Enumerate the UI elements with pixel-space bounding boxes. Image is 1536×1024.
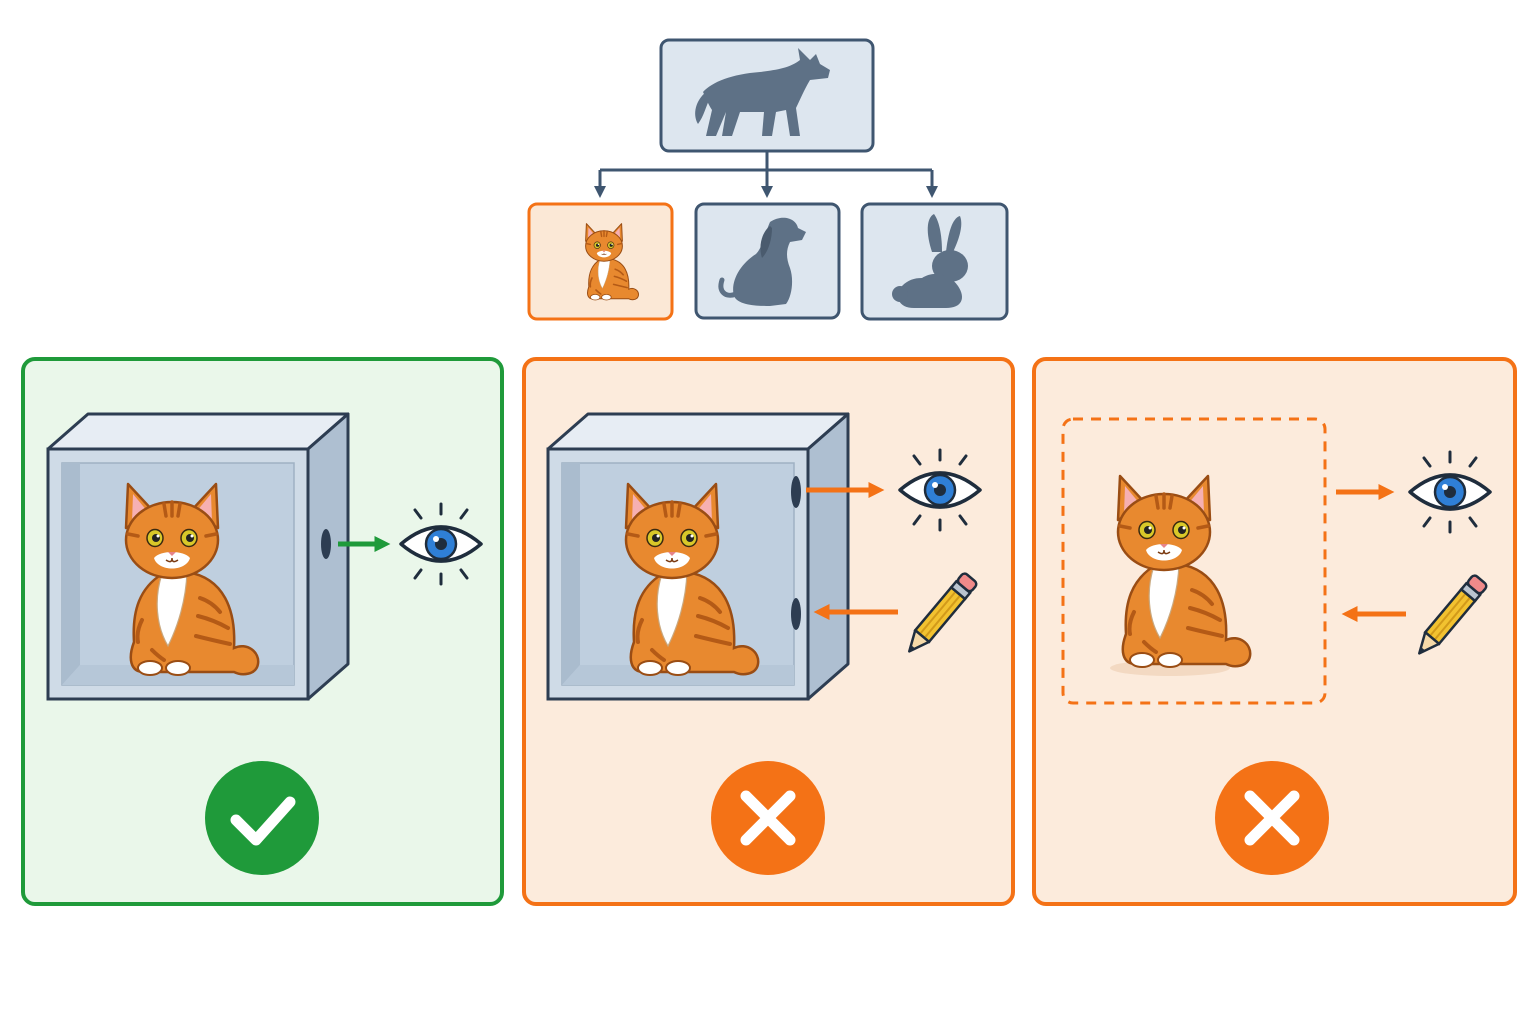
checkmark-icon (205, 761, 319, 875)
panel-correct (21, 357, 504, 906)
cross-icon (711, 761, 825, 875)
wolf-icon (695, 48, 830, 136)
taxonomy-tree (527, 38, 1009, 321)
box-icon (46, 412, 350, 701)
cross-icon (1215, 761, 1329, 875)
dog-icon (718, 217, 806, 306)
panel-incorrect-open (1032, 357, 1517, 906)
dashed-frame-icon (1061, 417, 1327, 705)
panel-incorrect-box (522, 357, 1015, 906)
rabbit-icon (892, 214, 968, 308)
box-icon (546, 412, 850, 701)
